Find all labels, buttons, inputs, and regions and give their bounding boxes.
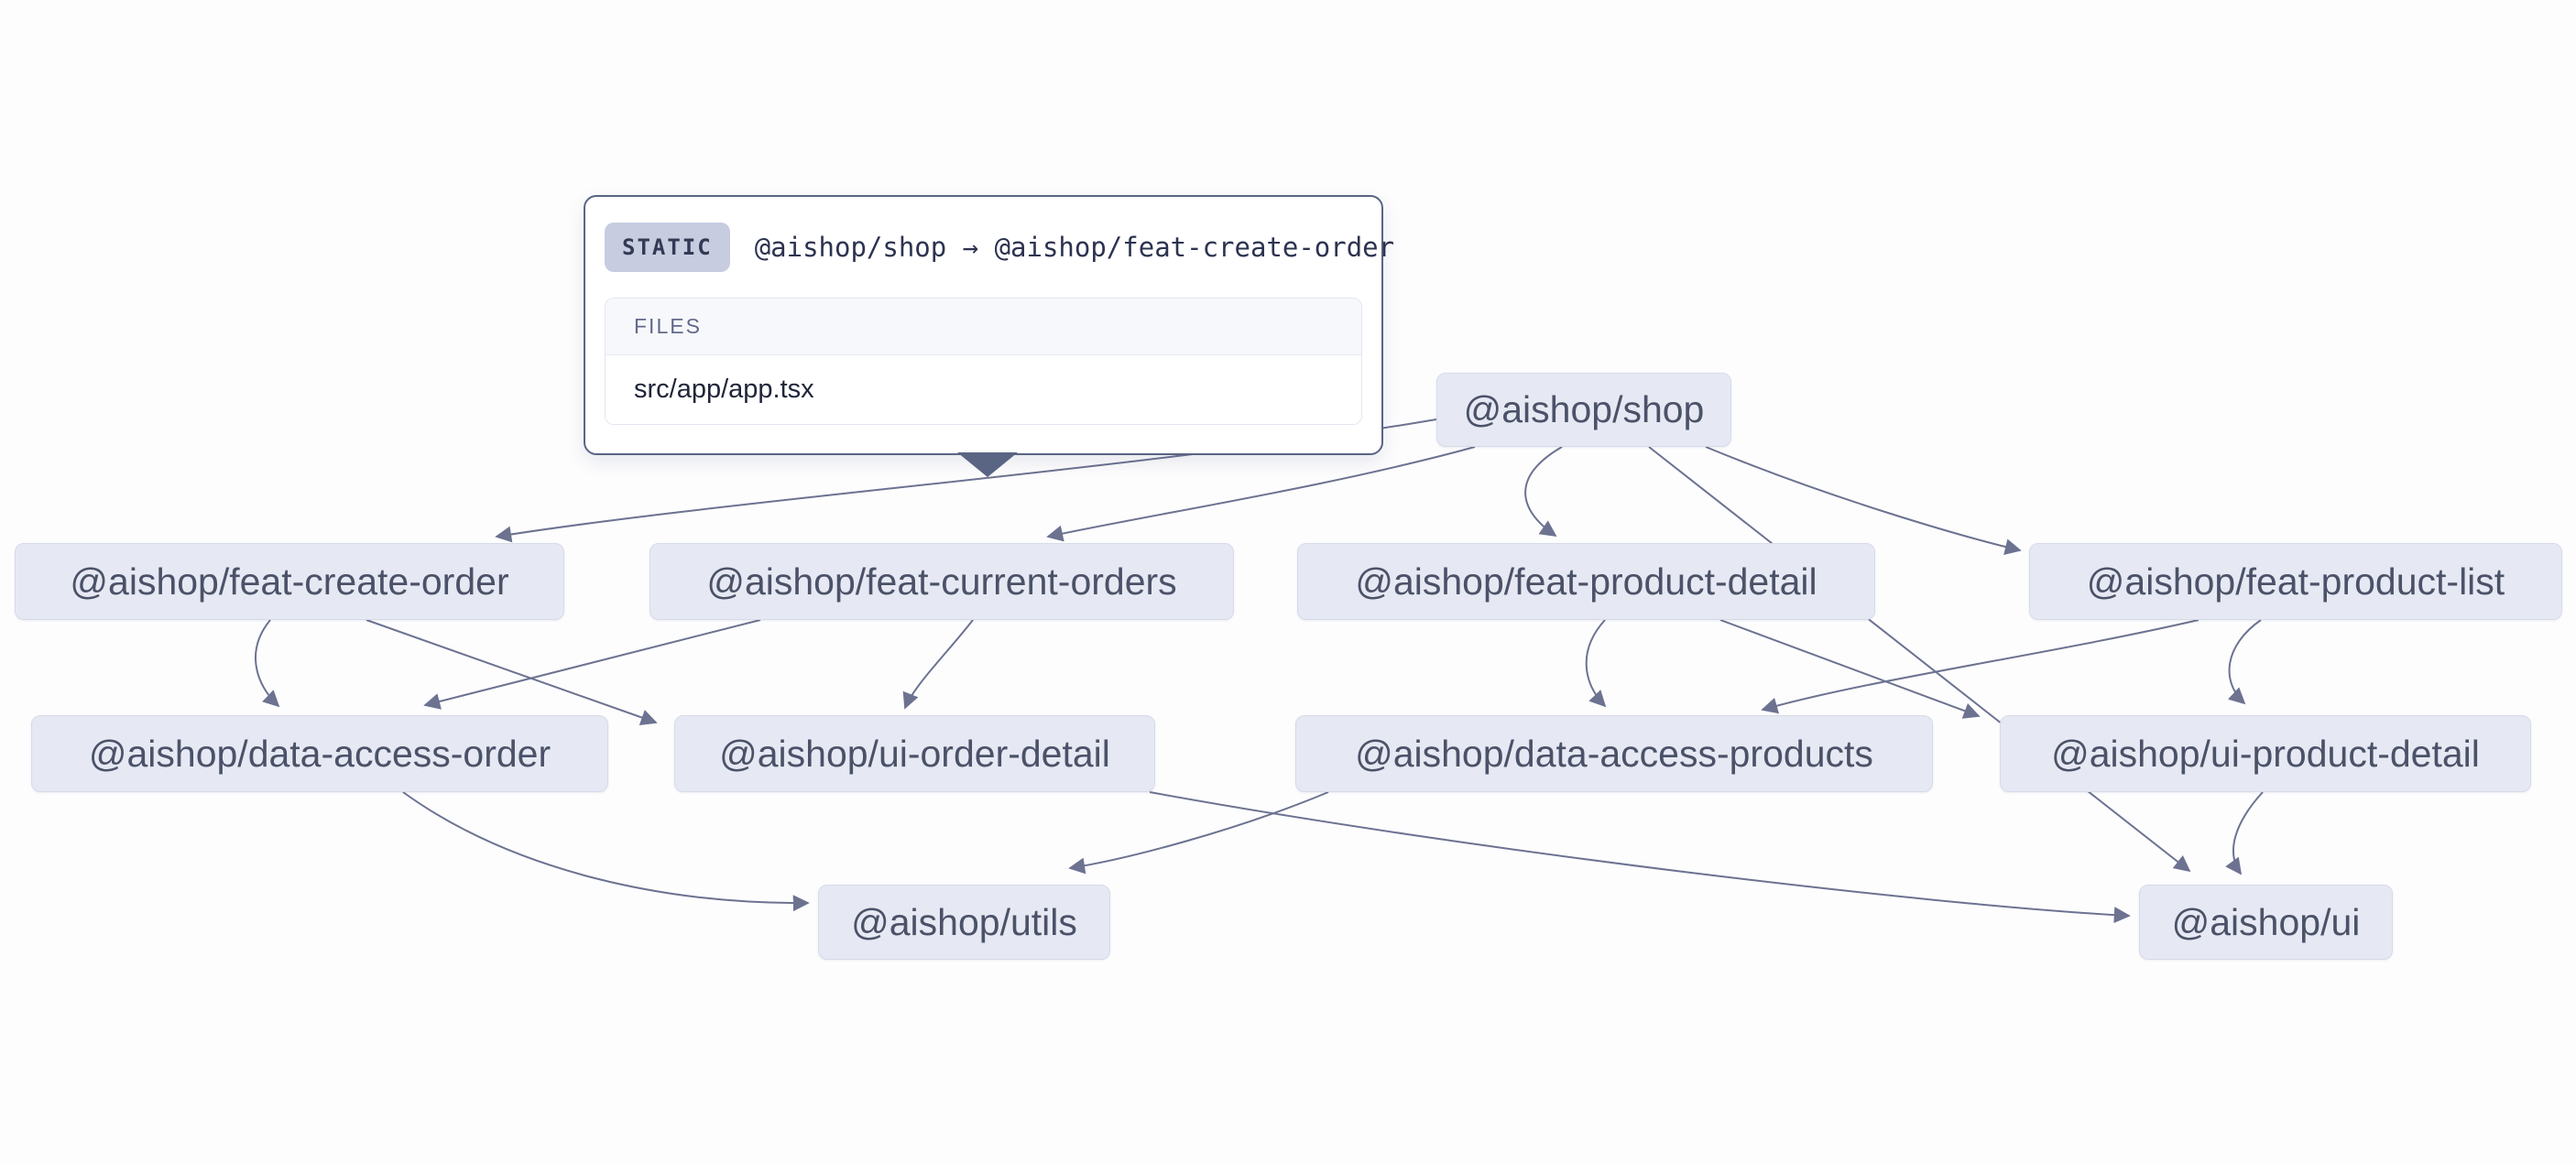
edge-tooltip-header: STATIC @aishop/shop → @aishop/feat-creat… [605,223,1394,272]
graph-node-feat-product-list[interactable]: @aishop/feat-product-list [2029,543,2562,620]
tooltip-pointer-icon [957,452,1018,477]
graph-node-data-access-order[interactable]: @aishop/data-access-order [31,715,608,792]
edge-feat-product-detail-data-access-products[interactable] [1585,619,1607,708]
files-label: FILES [634,314,702,338]
edge-data-access-products-utils[interactable] [1068,791,1329,875]
edge-shop-ui[interactable] [1648,446,2191,873]
edge-feat-current-orders-data-access-order[interactable] [423,619,761,710]
graph-node-ui-order-detail[interactable]: @aishop/ui-order-detail [674,715,1155,792]
files-header: FILES [606,299,1361,355]
file-row: src/app/app.tsx [606,355,1361,424]
graph-node-feat-create-order[interactable]: @aishop/feat-create-order [15,543,564,620]
graph-node-utils[interactable]: @aishop/utils [818,885,1110,960]
edge-shop-feat-product-list[interactable] [1705,446,2022,556]
edge-feat-product-detail-ui-product-detail[interactable] [1719,619,1981,719]
graph-node-feat-product-detail[interactable]: @aishop/feat-product-detail [1297,543,1875,620]
edge-tooltip-title: @aishop/shop → @aishop/feat-create-order [754,232,1395,263]
graph-node-ui[interactable]: @aishop/ui [2139,885,2393,960]
edge-feat-current-orders-ui-order-detail[interactable] [902,619,974,710]
edge-feat-create-order-data-access-order[interactable] [255,619,280,708]
edge-shop-feat-product-detail[interactable] [1524,446,1563,538]
edge-feat-create-order-ui-order-detail[interactable] [366,619,658,726]
edge-ui-order-detail-ui[interactable] [1149,791,2131,924]
edge-feat-product-list-data-access-products[interactable] [1761,619,2199,714]
graph-node-data-access-products[interactable]: @aishop/data-access-products [1295,715,1933,792]
edge-data-access-order-utils[interactable] [402,791,810,912]
graph-node-feat-current-orders[interactable]: @aishop/feat-current-orders [649,543,1234,620]
graph-node-shop[interactable]: @aishop/shop [1436,373,1731,447]
files-panel: FILES src/app/app.tsx [605,298,1362,425]
edge-feat-product-list-ui-product-detail[interactable] [2227,619,2262,705]
edge-ui-product-detail-ui[interactable] [2225,791,2264,875]
edge-tooltip: STATIC @aishop/shop → @aishop/feat-creat… [584,195,1394,477]
edge-shop-feat-current-orders[interactable] [1046,446,1476,542]
graph-node-ui-product-detail[interactable]: @aishop/ui-product-detail [2000,715,2531,792]
edge-type-badge: STATIC [605,223,730,272]
